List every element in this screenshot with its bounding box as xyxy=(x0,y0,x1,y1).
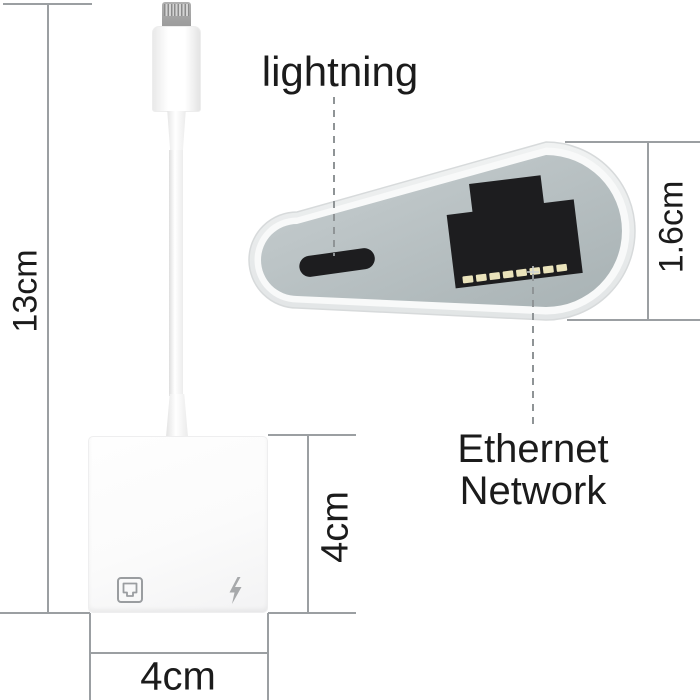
rj45-port-opening xyxy=(446,175,583,289)
label-ethernet-line1: Ethernet xyxy=(457,427,609,471)
lightning-connector-pins xyxy=(164,4,189,16)
callout-lines xyxy=(333,97,534,428)
label-ethernet-network: Ethernet Network xyxy=(457,428,608,512)
rj45-pins xyxy=(462,263,568,284)
lightning-port xyxy=(299,248,375,277)
dimension-lines xyxy=(0,3,700,700)
cable-strain-relief-top xyxy=(167,111,186,152)
lightning-connector-body xyxy=(152,26,201,112)
label-lightning: lightning xyxy=(261,48,419,95)
rj45-port xyxy=(446,175,583,289)
dim-label-box-width: 4cm xyxy=(140,654,216,699)
dim-label-adapter-thickness: 1.6cm xyxy=(652,180,691,274)
cable-strain-relief-bottom xyxy=(166,394,188,437)
adapter-top-view xyxy=(248,141,636,321)
ethernet-jack-icon xyxy=(117,577,143,603)
adapter-cable xyxy=(169,150,183,396)
dim-label-box-height: 4cm xyxy=(314,491,357,563)
lightning-bolt-icon xyxy=(229,577,242,604)
dim-label-cable-length: 13cm xyxy=(6,249,45,333)
lightning-connector-tip xyxy=(162,2,191,28)
label-ethernet-line2: Network xyxy=(459,469,607,513)
